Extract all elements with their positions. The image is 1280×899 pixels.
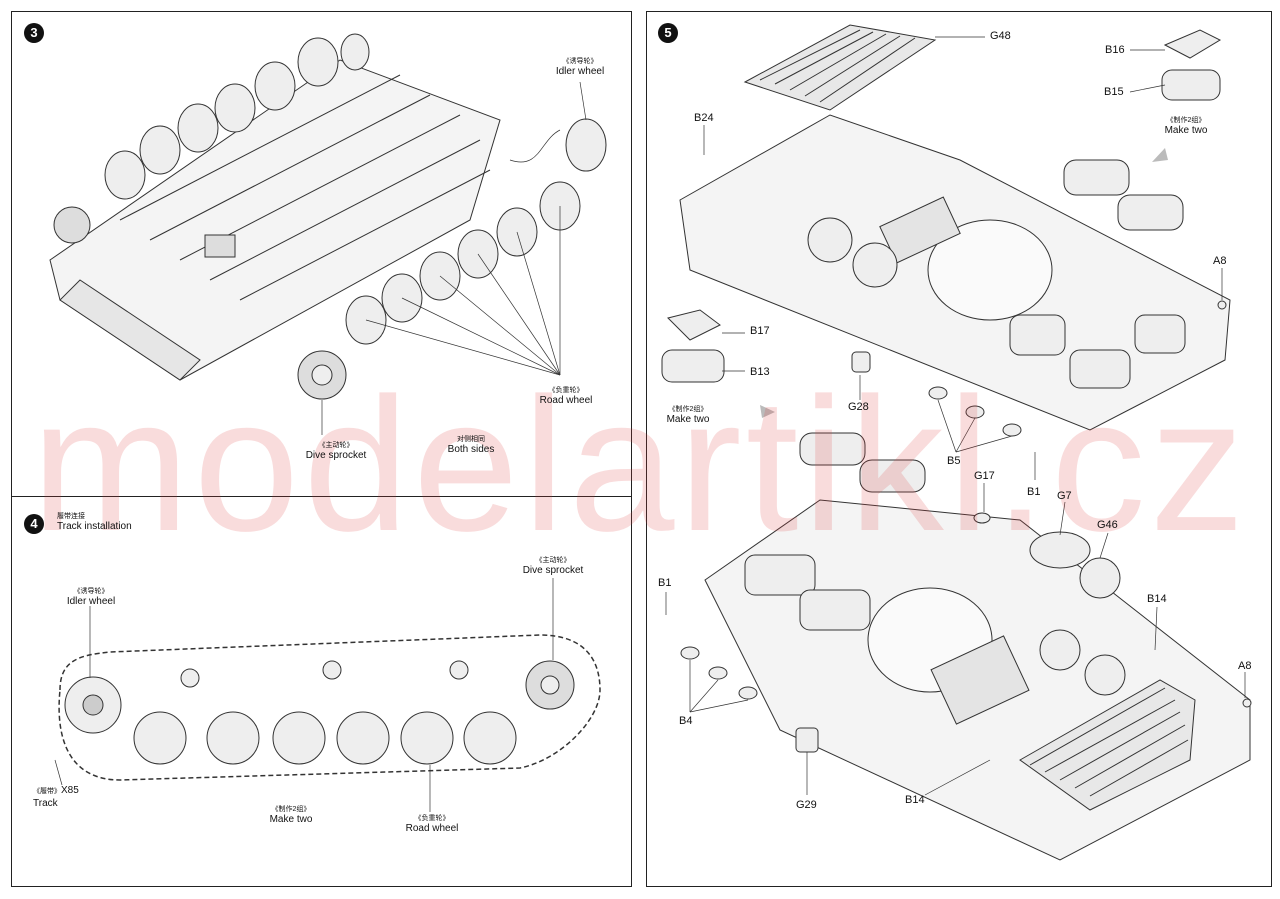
part-g48: G48 (990, 30, 1011, 42)
step3-hull (49, 59, 501, 381)
step4-sprocket-label: 《主动轮》 Dive sprocket (523, 556, 584, 577)
step3-idler-label: 《诱导轮》 Idler wheel (556, 57, 604, 78)
part-b13: B13 (750, 366, 770, 378)
step4-title: 履带连接 Track installation (57, 512, 132, 533)
step-4-badge: 4 (24, 514, 44, 534)
step-5-badge: 5 (658, 23, 678, 43)
part-b16: B16 (1105, 44, 1125, 56)
b13-b17-parts (661, 309, 725, 383)
step3-road-en: Road wheel (539, 395, 593, 406)
part-a8-top: A8 (1213, 255, 1227, 267)
step5-small-parts (680, 300, 1252, 753)
step4-sprocket-cn: 《主动轮》 (535, 557, 571, 564)
step4-road-en: Road wheel (405, 823, 459, 834)
part-g28: G28 (848, 401, 869, 413)
step5-arrows (760, 148, 1168, 418)
step4-title-en: Track installation (57, 521, 132, 532)
step3-far-wheels (104, 33, 370, 200)
part-b1-left: B1 (658, 577, 672, 589)
step5-upper-hull-bottom (704, 499, 1251, 861)
step3-idler-cn: 《诱导轮》 (562, 58, 598, 65)
step3-both-en: Both sides (447, 444, 495, 455)
step5-upper-hull-top (679, 114, 1231, 431)
step4-make-two-cn: 《制作2组》 (271, 806, 311, 813)
part-b17: B17 (750, 325, 770, 337)
step4-track-en: Track (33, 798, 58, 809)
step4-idler-label: 《诱导轮》 Idler wheel (67, 587, 115, 608)
part-b15: B15 (1104, 86, 1124, 98)
part-b24: B24 (694, 112, 714, 124)
step5-leaders (665, 36, 1246, 796)
part-b1-top: B1 (1027, 486, 1041, 498)
step4-title-cn: 履带连接 (57, 513, 85, 520)
g48-part (743, 24, 937, 111)
part-b5: B5 (947, 455, 961, 467)
part-b14-bottom: B14 (905, 794, 925, 806)
step3-both-sides-label: 对侧相同 Both sides (448, 435, 495, 456)
step3-idler-en: Idler wheel (555, 66, 605, 77)
step4-track-cn: 《履带》 (33, 788, 61, 795)
step4-wheels (64, 660, 575, 765)
step3-both-cn: 对侧相同 (456, 436, 485, 443)
part-g17: G17 (974, 470, 995, 482)
step4-leaders (54, 578, 554, 812)
step4-idler-cn: 《诱导轮》 (73, 588, 109, 595)
step3-sprocket-label: 《主动轮》 Dive sprocket (306, 441, 367, 462)
step4-track-qty: X85 (61, 785, 79, 796)
part-g7: G7 (1057, 490, 1072, 502)
step5-make-two-top-cn: 《制作2组》 (1166, 117, 1206, 124)
step3-road-cn: 《负重轮》 (548, 387, 584, 394)
step3-sprocket-cn: 《主动轮》 (318, 442, 354, 449)
part-a8-bottom: A8 (1238, 660, 1252, 672)
step4-track-label: 《履带》X85 Track (33, 785, 79, 810)
step5-make-two-left: 《制作2组》 Make two (667, 405, 710, 426)
step4-idler-en: Idler wheel (66, 596, 116, 607)
step5-lower-hatches (799, 432, 1121, 599)
step4-make-two-label: 《制作2组》 Make two (270, 805, 313, 826)
part-b4: B4 (679, 715, 693, 727)
step5-make-two-left-en: Make two (666, 414, 710, 425)
part-g29: G29 (796, 799, 817, 811)
part-g46: G46 (1097, 519, 1118, 531)
step5-make-two-top-en: Make two (1164, 125, 1208, 136)
step4-road-cn: 《负重轮》 (414, 815, 450, 822)
part-b14-right: B14 (1147, 593, 1167, 605)
step-3-badge: 3 (24, 23, 44, 43)
step3-leaders (321, 81, 587, 435)
step4-road-label: 《负重轮》 Road wheel (406, 814, 459, 835)
step4-track (58, 634, 601, 781)
step4-sprocket-en: Dive sprocket (522, 565, 584, 576)
step4-make-two-en: Make two (269, 814, 313, 825)
step5-make-two-top: 《制作2组》 Make two (1165, 116, 1208, 137)
step3-road-label: 《负重轮》 Road wheel (540, 386, 593, 407)
step4-track-top: 《履带》X85 (33, 785, 79, 796)
step3-sprocket-en: Dive sprocket (305, 450, 367, 461)
step5-make-two-left-cn: 《制作2组》 (668, 406, 708, 413)
b15-b16-parts (1063, 29, 1222, 231)
